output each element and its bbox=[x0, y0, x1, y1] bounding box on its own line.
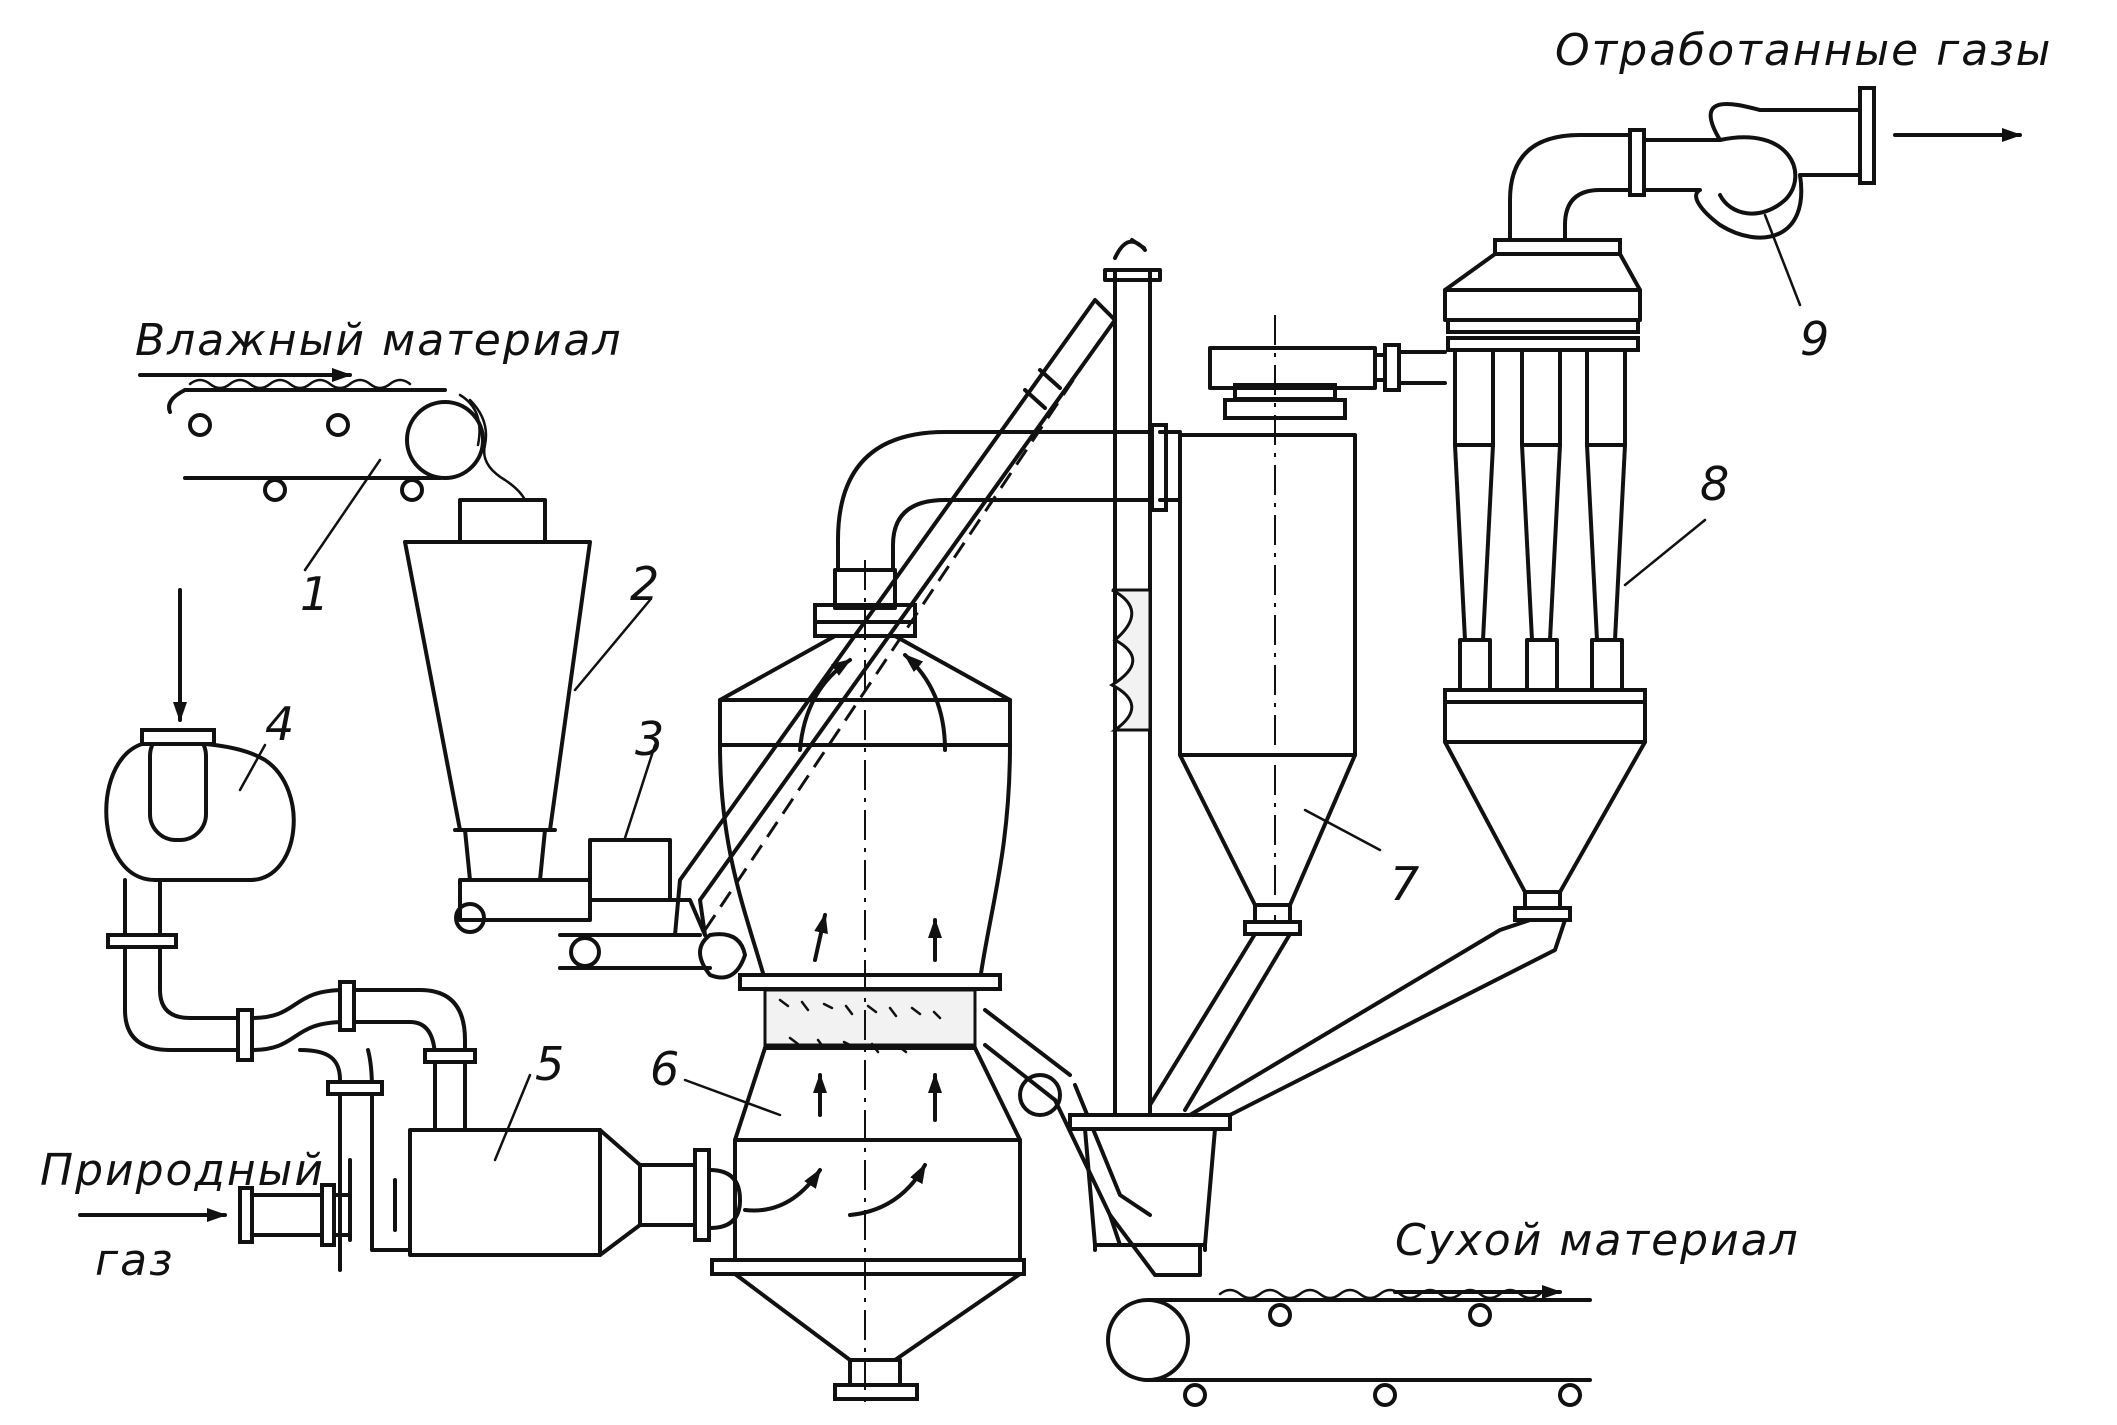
number-8: 8 bbox=[1700, 457, 1729, 511]
discharge-pipes bbox=[983, 918, 1567, 1247]
dry-material-conveyor bbox=[1106, 1288, 1592, 1407]
collecting-hopper bbox=[1068, 1113, 1232, 1277]
fluidized-bed-dryer bbox=[698, 568, 1026, 1401]
dryer-outlet-duct bbox=[836, 423, 1182, 572]
screw-feeder bbox=[454, 838, 712, 970]
leader-9 bbox=[1763, 213, 1802, 307]
number-6: 6 bbox=[650, 1042, 679, 1096]
natural-gas-label-line2: газ bbox=[95, 1235, 174, 1286]
furnace-burner bbox=[238, 1092, 742, 1272]
battery-cyclone bbox=[1443, 238, 1647, 922]
natural-gas-label-line1: Природный bbox=[40, 1145, 325, 1196]
number-3: 3 bbox=[635, 712, 664, 766]
leader-6 bbox=[683, 1078, 782, 1117]
leader-7 bbox=[1303, 808, 1382, 852]
leader-4 bbox=[238, 743, 267, 792]
duct-cyclone7-to-battery bbox=[1397, 350, 1447, 385]
leader-3 bbox=[623, 743, 657, 840]
exhaust-fan bbox=[1508, 86, 1876, 242]
leader-2 bbox=[573, 598, 652, 692]
leader-5 bbox=[493, 1073, 532, 1162]
number-1: 1 bbox=[300, 567, 329, 621]
dry-material-label: Сухой материал bbox=[1395, 1215, 1800, 1266]
leader-1 bbox=[303, 458, 382, 572]
cyclone-single bbox=[1178, 343, 1401, 936]
number-7: 7 bbox=[1390, 857, 1419, 911]
wet-material-label: Влажный материал bbox=[135, 315, 622, 366]
air-fan bbox=[104, 728, 296, 949]
number-4: 4 bbox=[265, 697, 294, 751]
number-2: 2 bbox=[630, 557, 659, 611]
air-ducts bbox=[123, 945, 477, 1132]
wet-material-conveyor bbox=[167, 378, 527, 502]
bucket-elevator bbox=[1103, 238, 1162, 1117]
number-5: 5 bbox=[535, 1037, 564, 1091]
leader-8 bbox=[1623, 518, 1707, 587]
exhaust-gases-label: Отработанные газы bbox=[1555, 25, 2052, 76]
gas-flow-arrows bbox=[743, 653, 947, 1217]
feed-hopper bbox=[403, 498, 592, 882]
number-9: 9 bbox=[1800, 312, 1829, 366]
feed-and-recycle-pipes bbox=[673, 298, 1117, 937]
